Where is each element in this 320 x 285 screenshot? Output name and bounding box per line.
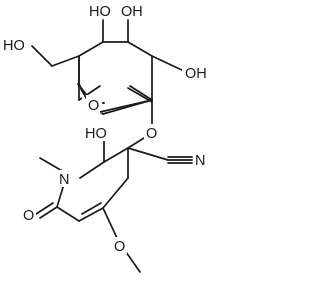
bond-c-quat-c-oh: [103, 147, 129, 163]
ho-ch2oh-label: HO: [3, 38, 25, 54]
bond-c-cdouble: [78, 207, 104, 222]
pyridone-substituent-bonds: [35, 137, 193, 273]
oh-right-label: OH: [185, 66, 207, 82]
n-nitrile-label: N: [195, 153, 205, 169]
bond-c2-oh: [151, 55, 187, 73]
bond-n-methyl: [39, 157, 65, 173]
ring-c5-c6: [78, 41, 104, 57]
bond-c-quat-c-nitrile: [127, 147, 169, 161]
bond-c1-c2: [127, 87, 153, 103]
bond-c-oh-n: [79, 161, 105, 179]
oh-top-left-label: HO: [89, 4, 111, 20]
bond-c-cdouble-2: [81, 202, 102, 215]
bond-c-methoxy: [102, 207, 118, 239]
bond-methoxy-methyl: [125, 251, 141, 273]
ring-c5-o-lower: [78, 83, 87, 99]
atom-labels: HO OH HO OH O O HO N N O O: [3, 4, 207, 255]
bond-c-methoxy-c-quat: [102, 177, 129, 209]
o-methoxy-label: O: [114, 239, 125, 255]
ring-o-c1-upper: [99, 99, 153, 113]
o-ring-sugar-label: O: [88, 98, 99, 114]
bond-ch2-oh: [31, 45, 53, 67]
o-glycosidic-label: O: [146, 126, 157, 142]
bond-c-carbonyl-c: [56, 206, 80, 222]
bond-c5-ch2: [51, 55, 80, 67]
oh-top-right-label: OH: [121, 4, 143, 20]
sugar-substituent-bonds: [31, 19, 187, 131]
bond-carbonyl-o-1: [39, 206, 58, 219]
bond-n-c-carbonyl: [56, 183, 65, 208]
bond-o-glyc-c-quat: [127, 137, 145, 149]
bond-carbonyl-o-2: [35, 202, 54, 215]
molecule-structure: HO OH HO OH O O HO N N O O: [2, 2, 208, 273]
label-masks: [2, 2, 208, 254]
pyridone-ring-bonds: [56, 147, 129, 222]
ring-edge-1: [129, 85, 153, 101]
n-ring-label: N: [59, 172, 69, 188]
ho-hemiaminal-label: HO: [85, 126, 107, 142]
ring-c3-c4: [127, 41, 153, 57]
o-carbonyl-label: O: [23, 208, 34, 224]
